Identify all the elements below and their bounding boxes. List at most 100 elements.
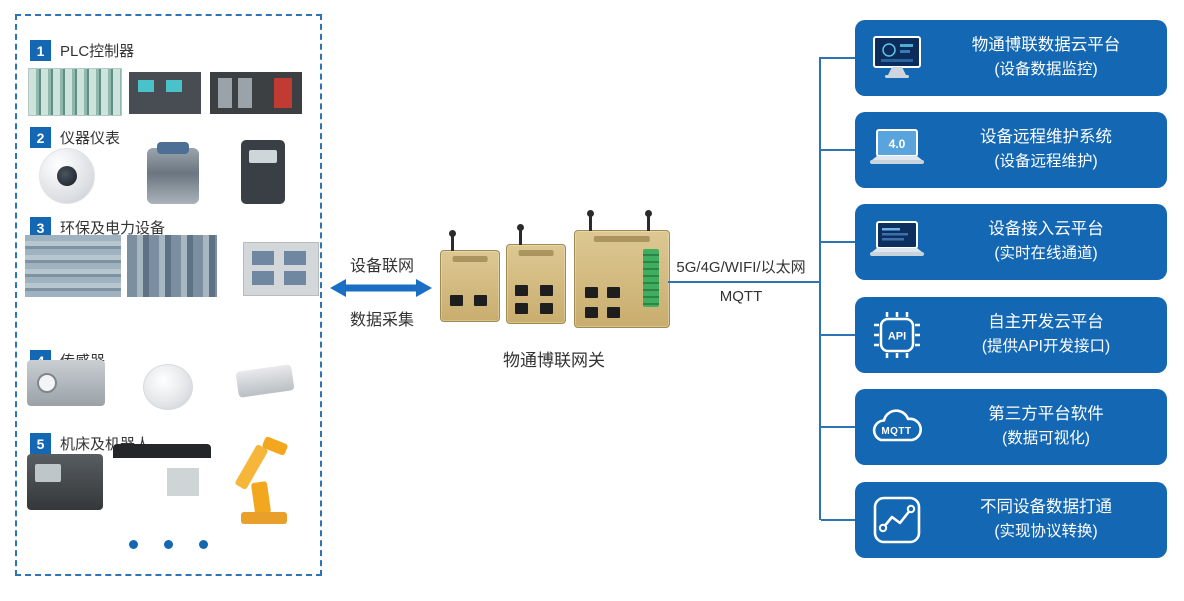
- control-valve-photo: [147, 142, 199, 204]
- branch-line: [821, 241, 855, 243]
- card-text: 物通博联数据云平台 (设备数据监控): [939, 36, 1167, 79]
- api-chip-icon: API: [855, 310, 939, 360]
- card-subtitle: (数据可视化): [1002, 430, 1090, 448]
- card-subtitle: (提供API开发接口): [981, 338, 1111, 356]
- gateway-device-3: [574, 210, 670, 328]
- antenna-icon: [517, 224, 524, 245]
- group-number-badge: 5: [30, 433, 51, 454]
- link-label-network: 5G/4G/WIFI/以太网: [676, 259, 806, 276]
- gateway-brand-strip: [452, 256, 488, 262]
- device-group-header-plc: 1 PLC控制器: [30, 40, 134, 61]
- group-label: 仪器仪表: [60, 130, 121, 147]
- svg-text:4.0: 4.0: [889, 137, 906, 151]
- industrial-plant-photo: [25, 235, 121, 297]
- ethernet-port: [585, 307, 598, 318]
- dot: [164, 540, 173, 549]
- card-text: 第三方平台软件 (数据可视化): [939, 405, 1167, 448]
- power-equipment-photo: [127, 235, 217, 297]
- box-sensor-photo: [27, 360, 105, 406]
- card-title: 自主开发云平台: [988, 313, 1104, 332]
- card-title: 第三方平台软件: [988, 405, 1104, 424]
- card-device-access: 设备接入云平台 (实时在线通道): [855, 204, 1167, 280]
- card-text: 设备远程维护系统 (设备远程维护): [939, 128, 1167, 171]
- ethernet-port: [607, 307, 620, 318]
- cnc-machine-small-photo: [27, 454, 103, 510]
- ethernet-port: [607, 287, 620, 298]
- energy-meter-photo: [241, 140, 285, 204]
- card-text: 设备接入云平台 (实时在线通道): [939, 220, 1167, 263]
- link-label-mqtt: MQTT: [719, 288, 763, 305]
- branch-line: [821, 426, 855, 428]
- gateway-caption: 物通博联网关: [503, 351, 605, 370]
- smoke-detector-photo: [143, 364, 193, 410]
- laptop-cloud-icon: [855, 220, 939, 264]
- group-number-badge: 3: [30, 217, 51, 238]
- gateway-brand-strip: [518, 250, 554, 256]
- plc-module-dark-photo: [129, 72, 201, 114]
- cnc-machine-large-photo: [113, 444, 211, 520]
- antenna-icon: [645, 210, 652, 231]
- group-label: 环保及电力设备: [60, 220, 166, 237]
- electrical-cabinets-photo: [243, 242, 319, 296]
- card-api-platform: API 自主开发云平台 (提供API开发接口): [855, 297, 1167, 373]
- ethernet-port: [515, 285, 528, 296]
- branch-line: [821, 519, 855, 521]
- card-title: 不同设备数据打通: [980, 498, 1112, 517]
- antenna-icon: [587, 210, 594, 231]
- svg-text:API: API: [888, 331, 906, 343]
- card-title: 物通博联数据云平台: [971, 36, 1121, 55]
- card-title: 设备远程维护系统: [980, 128, 1112, 147]
- ethernet-port: [474, 295, 487, 306]
- device-group-header-environment: 3 环保及电力设备: [30, 217, 165, 238]
- laptop-remote-icon: 4.0: [855, 128, 939, 172]
- card-subtitle: (设备数据监控): [994, 61, 1098, 79]
- card-subtitle: (设备远程维护): [994, 153, 1098, 171]
- feeder-line: [668, 281, 820, 283]
- arrow-label-bottom: 数据采集: [349, 312, 414, 329]
- group-number-badge: 2: [30, 127, 51, 148]
- trunk-line: [819, 57, 821, 520]
- more-devices-dots: [17, 540, 320, 549]
- ethernet-port: [585, 287, 598, 298]
- card-third-party: MQTT 第三方平台软件 (数据可视化): [855, 389, 1167, 465]
- branch-line: [821, 57, 855, 59]
- monitor-dashboard-icon: [855, 35, 939, 81]
- antenna-icon: [449, 230, 456, 251]
- gateway-brand-strip: [593, 236, 651, 242]
- card-subtitle: (实现协议转换): [994, 523, 1098, 541]
- svg-text:MQTT: MQTT: [881, 426, 911, 437]
- double-arrow-icon: [330, 279, 432, 297]
- robot-body-segment: [250, 481, 272, 515]
- card-protocol-conversion: 不同设备数据打通 (实现协议转换): [855, 482, 1167, 558]
- plc-rack-red-photo: [210, 72, 302, 114]
- terminal-block: [643, 249, 659, 307]
- dot: [199, 540, 208, 549]
- card-title: 设备接入云平台: [988, 220, 1104, 239]
- ethernet-port: [515, 303, 528, 314]
- card-text: 不同设备数据打通 (实现协议转换): [939, 498, 1167, 541]
- device-group-header-instruments: 2 仪器仪表: [30, 127, 120, 148]
- line-chart-icon: [855, 495, 939, 545]
- ethernet-port: [450, 295, 463, 306]
- branch-line: [821, 334, 855, 336]
- camera-ball-photo: [39, 148, 95, 204]
- gateway-device-1: [440, 230, 500, 322]
- mqtt-cloud-icon: MQTT: [855, 406, 939, 448]
- proximity-sensor-photo: [235, 364, 295, 398]
- robot-base-segment: [241, 512, 287, 524]
- card-remote-maintenance: 4.0 设备远程维护系统 (设备远程维护): [855, 112, 1167, 188]
- card-text: 自主开发云平台 (提供API开发接口): [939, 313, 1167, 356]
- ethernet-port: [540, 285, 553, 296]
- ethernet-port: [540, 303, 553, 314]
- branch-line: [821, 149, 855, 151]
- group-label: PLC控制器: [60, 43, 135, 60]
- device-panel: 1 PLC控制器 2 仪器仪表 3 环保及电力设备 4 传感器 5 机床及机器人: [15, 14, 322, 576]
- gateway-device-2: [506, 224, 566, 324]
- group-number-badge: 1: [30, 40, 51, 61]
- arrow-label-top: 设备联网: [349, 258, 414, 275]
- dot: [129, 540, 138, 549]
- card-subtitle: (实时在线通道): [994, 245, 1098, 263]
- robot-arm-photo: [229, 435, 301, 524]
- plc-rack-green-photo: [28, 68, 122, 116]
